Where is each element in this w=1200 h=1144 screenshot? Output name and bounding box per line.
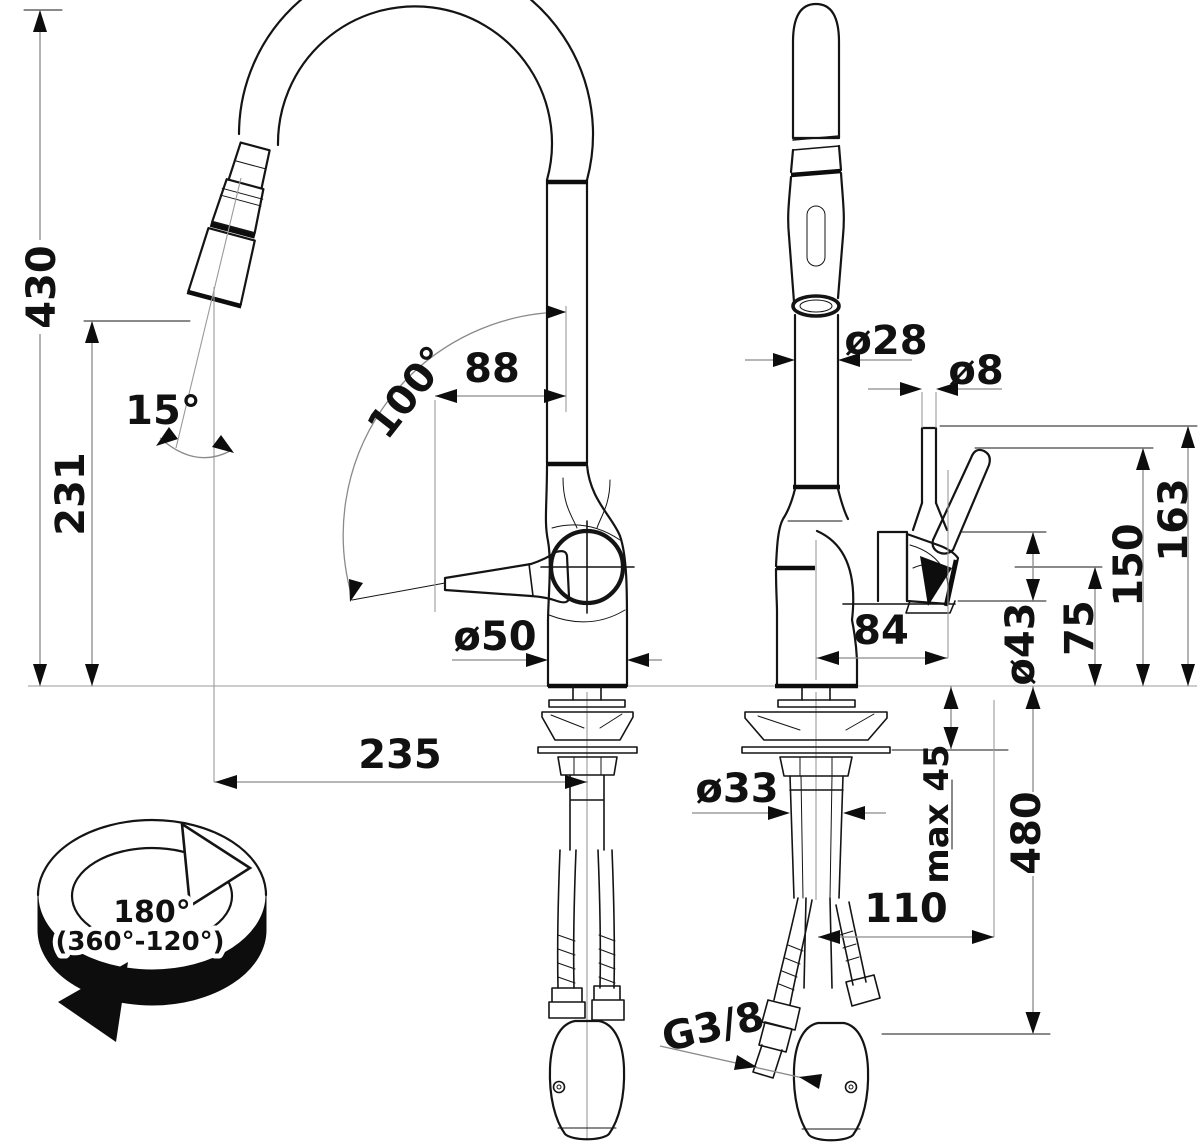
under-counter-side	[741, 685, 891, 1142]
dim-body-diameter-43: ø43	[957, 531, 1047, 686]
label-231: 231	[48, 452, 94, 536]
dim-height-163: 163	[939, 425, 1198, 686]
cw-arrowhead	[180, 821, 253, 909]
dim-spout-diameter-28: ø28	[745, 318, 928, 367]
label-163: 163	[1151, 478, 1197, 562]
lever-shadow-wedge	[920, 556, 952, 606]
dim-swivel-angle-100: 100°	[342, 305, 567, 602]
label-430: 430	[19, 245, 65, 329]
label-15: 15°	[125, 388, 201, 434]
dim-hose-length-480: 480	[881, 686, 1051, 1035]
dim-spout-height-231: 231	[48, 320, 191, 686]
dim-shank-diameter-33: ø33	[692, 766, 886, 820]
dim-height-150: 150	[974, 447, 1154, 686]
dim-total-height-430: 430	[19, 9, 65, 686]
dim-head-angle-15: 15°	[125, 177, 242, 782]
label-88: 88	[464, 346, 520, 392]
label-235: 235	[358, 732, 442, 778]
label-g38: G3/8	[658, 993, 769, 1061]
label-110: 110	[864, 886, 948, 932]
dim-max-thickness-45: max 45	[891, 686, 1009, 884]
dim-reach-235: 235	[214, 732, 588, 789]
dim-width-88: 88	[434, 306, 567, 612]
dim-offset-110: 110	[818, 700, 995, 944]
label-360-120: (360°-120°)	[55, 927, 224, 957]
label-150: 150	[1106, 523, 1152, 607]
label-o50: ø50	[453, 614, 536, 660]
label-o28: ø28	[844, 318, 927, 364]
rotation-range-symbol: 180° (360°-120°)	[36, 818, 268, 1042]
label-100: 100°	[359, 338, 459, 448]
dim-base-diameter-50: ø50	[452, 614, 662, 667]
ccw-arrowhead	[58, 962, 128, 1042]
label-o8: ø8	[948, 348, 1003, 394]
under-counter-front	[537, 685, 638, 1141]
dim-height-75: 75	[1014, 566, 1103, 686]
dim-rod-diameter-8: ø8	[868, 348, 1004, 428]
label-o43: ø43	[998, 602, 1044, 685]
label-75: 75	[1057, 600, 1103, 656]
label-480: 480	[1004, 791, 1050, 875]
spray-head-tilted	[186, 141, 271, 309]
label-84: 84	[853, 608, 909, 654]
front-view-faucet	[186, 0, 635, 689]
label-max45: max 45	[917, 744, 957, 883]
dim-offset-84: 84	[816, 470, 949, 665]
label-180: 180°	[113, 895, 191, 930]
label-o33: ø33	[695, 766, 778, 812]
side-view-faucet	[774, 2, 991, 689]
